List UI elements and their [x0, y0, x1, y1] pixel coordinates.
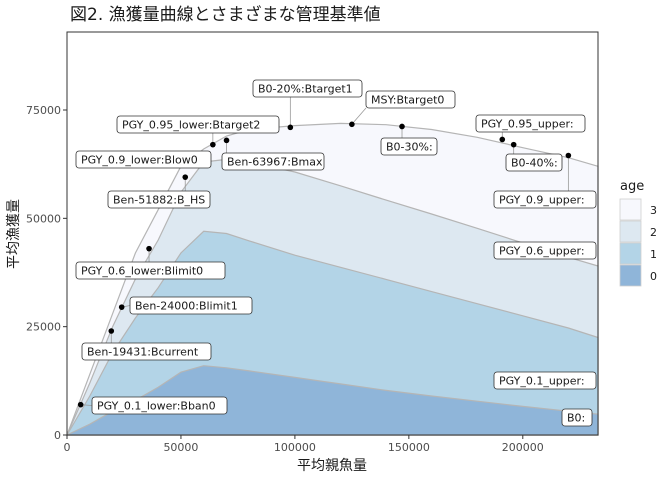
label-box — [380, 137, 438, 156]
point-layer — [77, 121, 572, 408]
label-box — [129, 296, 253, 315]
point-label: PGY_0.6_upper: — [499, 245, 585, 258]
point-label: B0: — [567, 412, 585, 425]
ref-point — [210, 141, 216, 148]
legend-swatch — [619, 220, 642, 243]
ref-point — [349, 121, 355, 128]
label-box — [493, 371, 597, 390]
legend-label: 0 — [650, 270, 657, 283]
x-axis-title: 平均親魚量 — [297, 458, 367, 474]
y-tick-label: 50000 — [26, 212, 61, 225]
ref-point — [399, 123, 405, 130]
label-box — [561, 408, 593, 427]
point-label: PGY_0.1_lower:Bban0 — [97, 400, 216, 413]
ref-point — [118, 304, 125, 310]
point-label-layer: PGY_0.1_lower:Bban0 Ben-19431:Bcurrent Ben… — [75, 79, 597, 427]
legend-swatch — [619, 198, 642, 221]
legend-label: 2 — [650, 226, 657, 239]
label-box — [493, 190, 597, 209]
ref-point — [146, 245, 152, 252]
point-label: PGY_0.95_lower:Btarget2 — [122, 119, 260, 132]
plot-frame — [66, 31, 599, 436]
y-tick-label: 75000 — [26, 104, 61, 117]
ref-point — [223, 137, 230, 144]
label-box — [116, 115, 280, 134]
y-axis-title: 平均漁獲量 — [6, 199, 22, 269]
ref-point — [510, 141, 517, 148]
point-label: Ben-51882:B_HS — [113, 194, 205, 207]
ref-point — [499, 136, 506, 143]
point-label: PGY_0.1_upper: — [499, 375, 585, 388]
point-label: PGY_0.6_lower:Blimit0 — [81, 265, 203, 278]
y-axis: 0 25000 50000 75000 — [26, 104, 67, 442]
point-label: PGY_0.9_upper: — [499, 194, 585, 207]
chart-title: 図2. 漁獲量曲線とさまざまな管理基準値 — [70, 4, 381, 25]
y-tick-label: 0 — [54, 429, 61, 442]
legend-swatch — [619, 242, 642, 265]
label-box — [221, 152, 325, 171]
legend-title: age — [620, 179, 644, 194]
legend: age 3 2 1 0 — [619, 179, 657, 287]
legend-label: 3 — [650, 204, 657, 217]
label-box — [252, 79, 363, 98]
label-box — [91, 396, 228, 415]
x-tick-label: 100000 — [274, 441, 316, 454]
label-box — [107, 190, 211, 209]
ref-point — [287, 124, 294, 131]
x-tick-label: 0 — [64, 441, 71, 454]
x-tick-label: 50000 — [163, 441, 198, 454]
point-label: Ben-19431:Bcurrent — [87, 346, 199, 359]
label-box — [475, 114, 586, 133]
x-axis: 0 50000 100000 150000 200000 — [64, 435, 544, 454]
point-label: B0-20%:Btarget1 — [258, 83, 353, 96]
label-box — [493, 241, 597, 260]
point-label: Ben-63967:Bmax — [227, 156, 323, 169]
ref-point — [108, 328, 115, 334]
leader-line — [351, 107, 367, 125]
point-label: B0-30%: — [386, 141, 433, 154]
y-tick-label: 25000 — [26, 321, 61, 334]
point-label: PGY_0.95_upper: — [481, 118, 574, 131]
label-box — [75, 150, 212, 169]
point-label: B0-40%: — [511, 157, 558, 170]
label-box — [75, 261, 226, 280]
label-box — [365, 90, 456, 109]
point-label: Ben-24000:Blimit1 — [135, 300, 238, 313]
point-label: MSY:Btarget0 — [371, 94, 444, 107]
legend-label: 1 — [650, 248, 657, 261]
label-box — [505, 153, 563, 172]
ref-point — [565, 152, 572, 159]
legend-swatch — [619, 264, 642, 287]
ref-point — [182, 174, 189, 180]
x-tick-label: 200000 — [502, 441, 544, 454]
label-box — [81, 342, 212, 361]
ref-point — [77, 401, 84, 408]
x-tick-label: 150000 — [388, 441, 430, 454]
point-label: PGY_0.9_lower:Blow0 — [81, 154, 198, 167]
